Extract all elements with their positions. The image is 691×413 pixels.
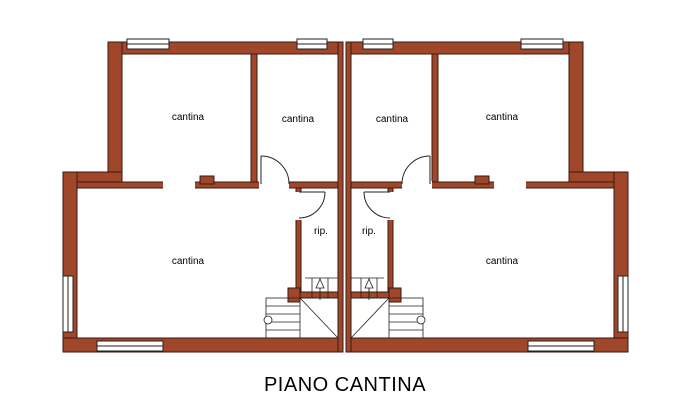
room-label-cantina: cantina — [486, 112, 519, 123]
doors — [260, 155, 431, 219]
window-icon — [617, 275, 629, 333]
window-icon — [520, 38, 564, 50]
wall-stub-left — [287, 287, 301, 303]
walls — [62, 41, 629, 353]
wall-right-upper — [568, 41, 584, 183]
staircase-icon — [350, 277, 426, 339]
windows — [62, 38, 629, 352]
door-swing-icon — [401, 155, 431, 185]
wall-party-left — [337, 41, 344, 353]
wall-pillar-right — [474, 175, 490, 185]
plan-title: PIANO CANTINA — [264, 374, 426, 396]
wall-rip-right-bottom — [350, 291, 394, 299]
room-label-cantina: cantina — [172, 112, 205, 123]
door-swing-icon — [363, 191, 391, 219]
window-icon — [62, 275, 74, 333]
window-icon — [296, 38, 328, 50]
wall-party-right — [345, 41, 352, 353]
wall-rip-left-bottom — [295, 291, 339, 299]
wall-pillar-left — [199, 175, 215, 185]
window-icon — [126, 38, 170, 50]
window-icon — [527, 340, 595, 352]
room-label-cantina: cantina — [376, 114, 409, 125]
room-label-cantina: cantina — [486, 256, 519, 267]
room-label-rip: rip. — [314, 226, 328, 237]
window-icon — [362, 38, 394, 50]
door-openings — [163, 181, 526, 220]
room-label-cantina: cantina — [172, 256, 205, 267]
door-swing-icon — [260, 155, 290, 185]
wall-stub-right — [388, 287, 402, 303]
wall-inner-v1-left — [250, 53, 258, 183]
wall-left-upper — [107, 41, 123, 183]
room-label-cantina: cantina — [282, 114, 315, 125]
room-label-rip: rip. — [362, 226, 376, 237]
staircase-icon — [263, 277, 339, 339]
door-swing-icon — [298, 191, 326, 219]
window-icon — [96, 340, 164, 352]
wall-inner-v1-right — [431, 53, 439, 183]
